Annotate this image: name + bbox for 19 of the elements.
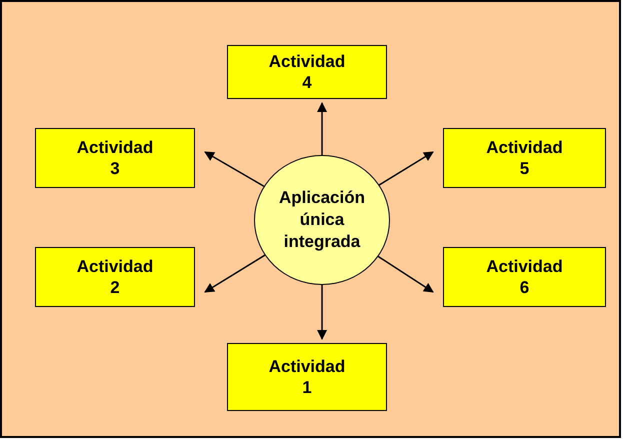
arrow (317, 285, 328, 340)
activity-box (443, 128, 606, 188)
activity-box (227, 343, 387, 411)
activity-box (35, 247, 195, 307)
node-label: Actividad 3 (76, 137, 154, 179)
node-label: Actividad 4 (268, 51, 346, 93)
node-label: Aplicación única integrada (278, 187, 366, 253)
node-label: Actividad 2 (76, 256, 154, 298)
arrow (204, 254, 266, 293)
activity-box (227, 45, 387, 99)
arrow (204, 151, 264, 187)
activity-box (35, 128, 195, 188)
node-label: Actividad 6 (485, 256, 564, 298)
arrow (317, 102, 328, 155)
activity-box (443, 247, 606, 307)
arrow (378, 256, 434, 293)
node-label: Actividad 1 (268, 356, 346, 398)
node-label: Actividad 5 (485, 137, 564, 179)
arrow (378, 151, 434, 186)
